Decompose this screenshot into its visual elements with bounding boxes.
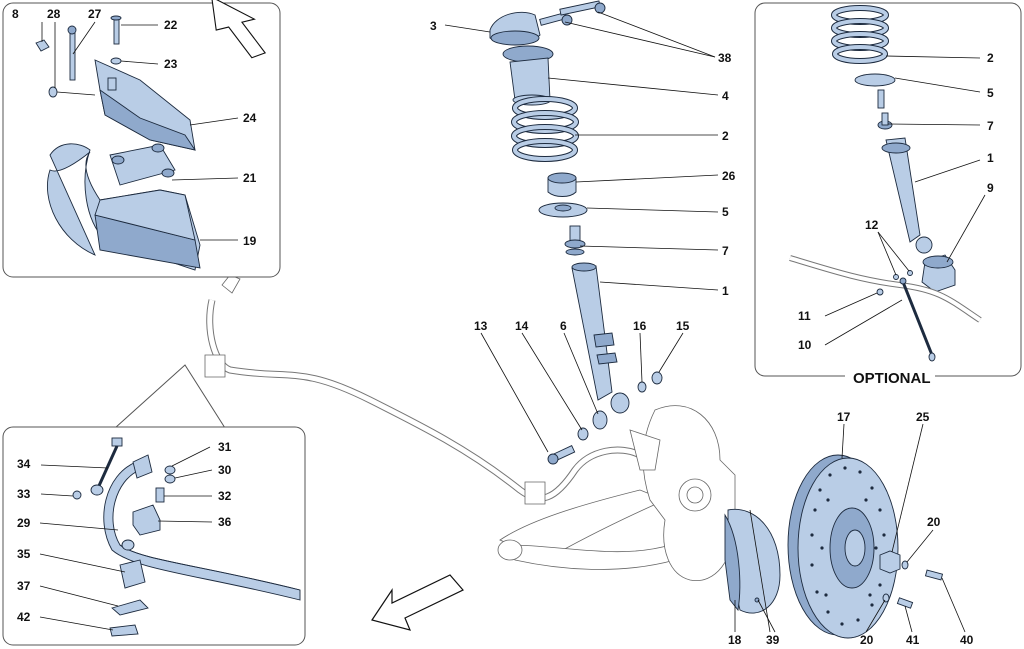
callout-19: 19 <box>243 234 257 248</box>
callout-26: 26 <box>722 169 736 183</box>
callout-opt-10: 10 <box>798 338 812 352</box>
bushes-and-bolt <box>547 371 663 465</box>
bump-stop-26 <box>547 172 577 197</box>
callout-labels: 3 38 4 2 26 5 7 1 13 14 6 16 15 17 25 20… <box>12 7 994 647</box>
callout-22: 22 <box>164 18 178 32</box>
dust-shield-18 <box>724 508 781 614</box>
callout-24: 24 <box>243 111 257 125</box>
callout-25: 25 <box>916 410 930 424</box>
callout-opt-12: 12 <box>865 218 879 232</box>
callout-5: 5 <box>722 205 729 219</box>
inset-optional <box>754 2 1022 386</box>
callout-29: 29 <box>17 516 31 530</box>
callout-30: 30 <box>218 463 232 477</box>
callout-42: 42 <box>17 610 31 624</box>
callout-31: 31 <box>218 440 232 454</box>
callout-2: 2 <box>722 129 729 143</box>
callout-38: 38 <box>718 51 732 65</box>
callout-28: 28 <box>47 7 61 21</box>
callout-41: 41 <box>906 633 920 647</box>
callout-14: 14 <box>515 319 529 333</box>
steering-knuckle-ghost <box>629 405 736 582</box>
coil-spring-2 <box>511 96 579 162</box>
damper-1 <box>571 262 630 414</box>
callout-32: 32 <box>218 489 232 503</box>
hub-nut-25 <box>879 550 901 574</box>
inset-stabilizer-bar <box>2 364 306 646</box>
callout-6: 6 <box>560 319 567 333</box>
lower-control-arm-ghost <box>497 489 676 570</box>
callout-8: 8 <box>12 7 19 21</box>
callout-opt-5: 5 <box>987 86 994 100</box>
callout-opt-7: 7 <box>987 119 994 133</box>
callout-37: 37 <box>17 579 31 593</box>
callout-34: 34 <box>17 457 31 471</box>
callout-opt-9: 9 <box>987 181 994 195</box>
callout-23: 23 <box>164 57 178 71</box>
callout-40: 40 <box>960 633 974 647</box>
brake-disc-17 <box>787 454 899 639</box>
bolts-38 <box>539 0 606 26</box>
seal-7 <box>564 225 586 256</box>
inset-cooling-duct <box>2 0 281 278</box>
callout-15: 15 <box>676 319 690 333</box>
callout-16: 16 <box>633 319 647 333</box>
callout-opt-1: 1 <box>987 151 994 165</box>
callout-36: 36 <box>218 515 232 529</box>
callout-opt-2: 2 <box>987 51 994 65</box>
callout-33: 33 <box>17 487 31 501</box>
callout-17: 17 <box>837 410 851 424</box>
callout-opt-11: 11 <box>798 309 811 323</box>
callout-20b: 20 <box>860 633 874 647</box>
callout-18: 18 <box>728 633 742 647</box>
callout-13: 13 <box>474 319 488 333</box>
small-fasteners <box>882 560 944 609</box>
callout-27: 27 <box>88 7 102 21</box>
spring-seat-5 <box>538 202 588 218</box>
callout-7: 7 <box>722 244 729 258</box>
dust-boot-4 <box>502 45 554 106</box>
callout-21: 21 <box>243 171 257 185</box>
callout-39: 39 <box>766 633 780 647</box>
leader-lines <box>39 11 986 633</box>
callout-35: 35 <box>17 547 31 561</box>
top-mount-3 <box>489 11 541 46</box>
stabilizer-bar-ghost <box>204 274 642 505</box>
callout-4: 4 <box>722 89 729 103</box>
callout-3: 3 <box>430 19 437 33</box>
optional-caption: OPTIONAL <box>853 370 931 387</box>
opt-spring-2 <box>831 5 889 64</box>
direction-arrow-main <box>371 574 464 631</box>
callout-20a: 20 <box>927 515 941 529</box>
callout-1: 1 <box>722 284 729 298</box>
